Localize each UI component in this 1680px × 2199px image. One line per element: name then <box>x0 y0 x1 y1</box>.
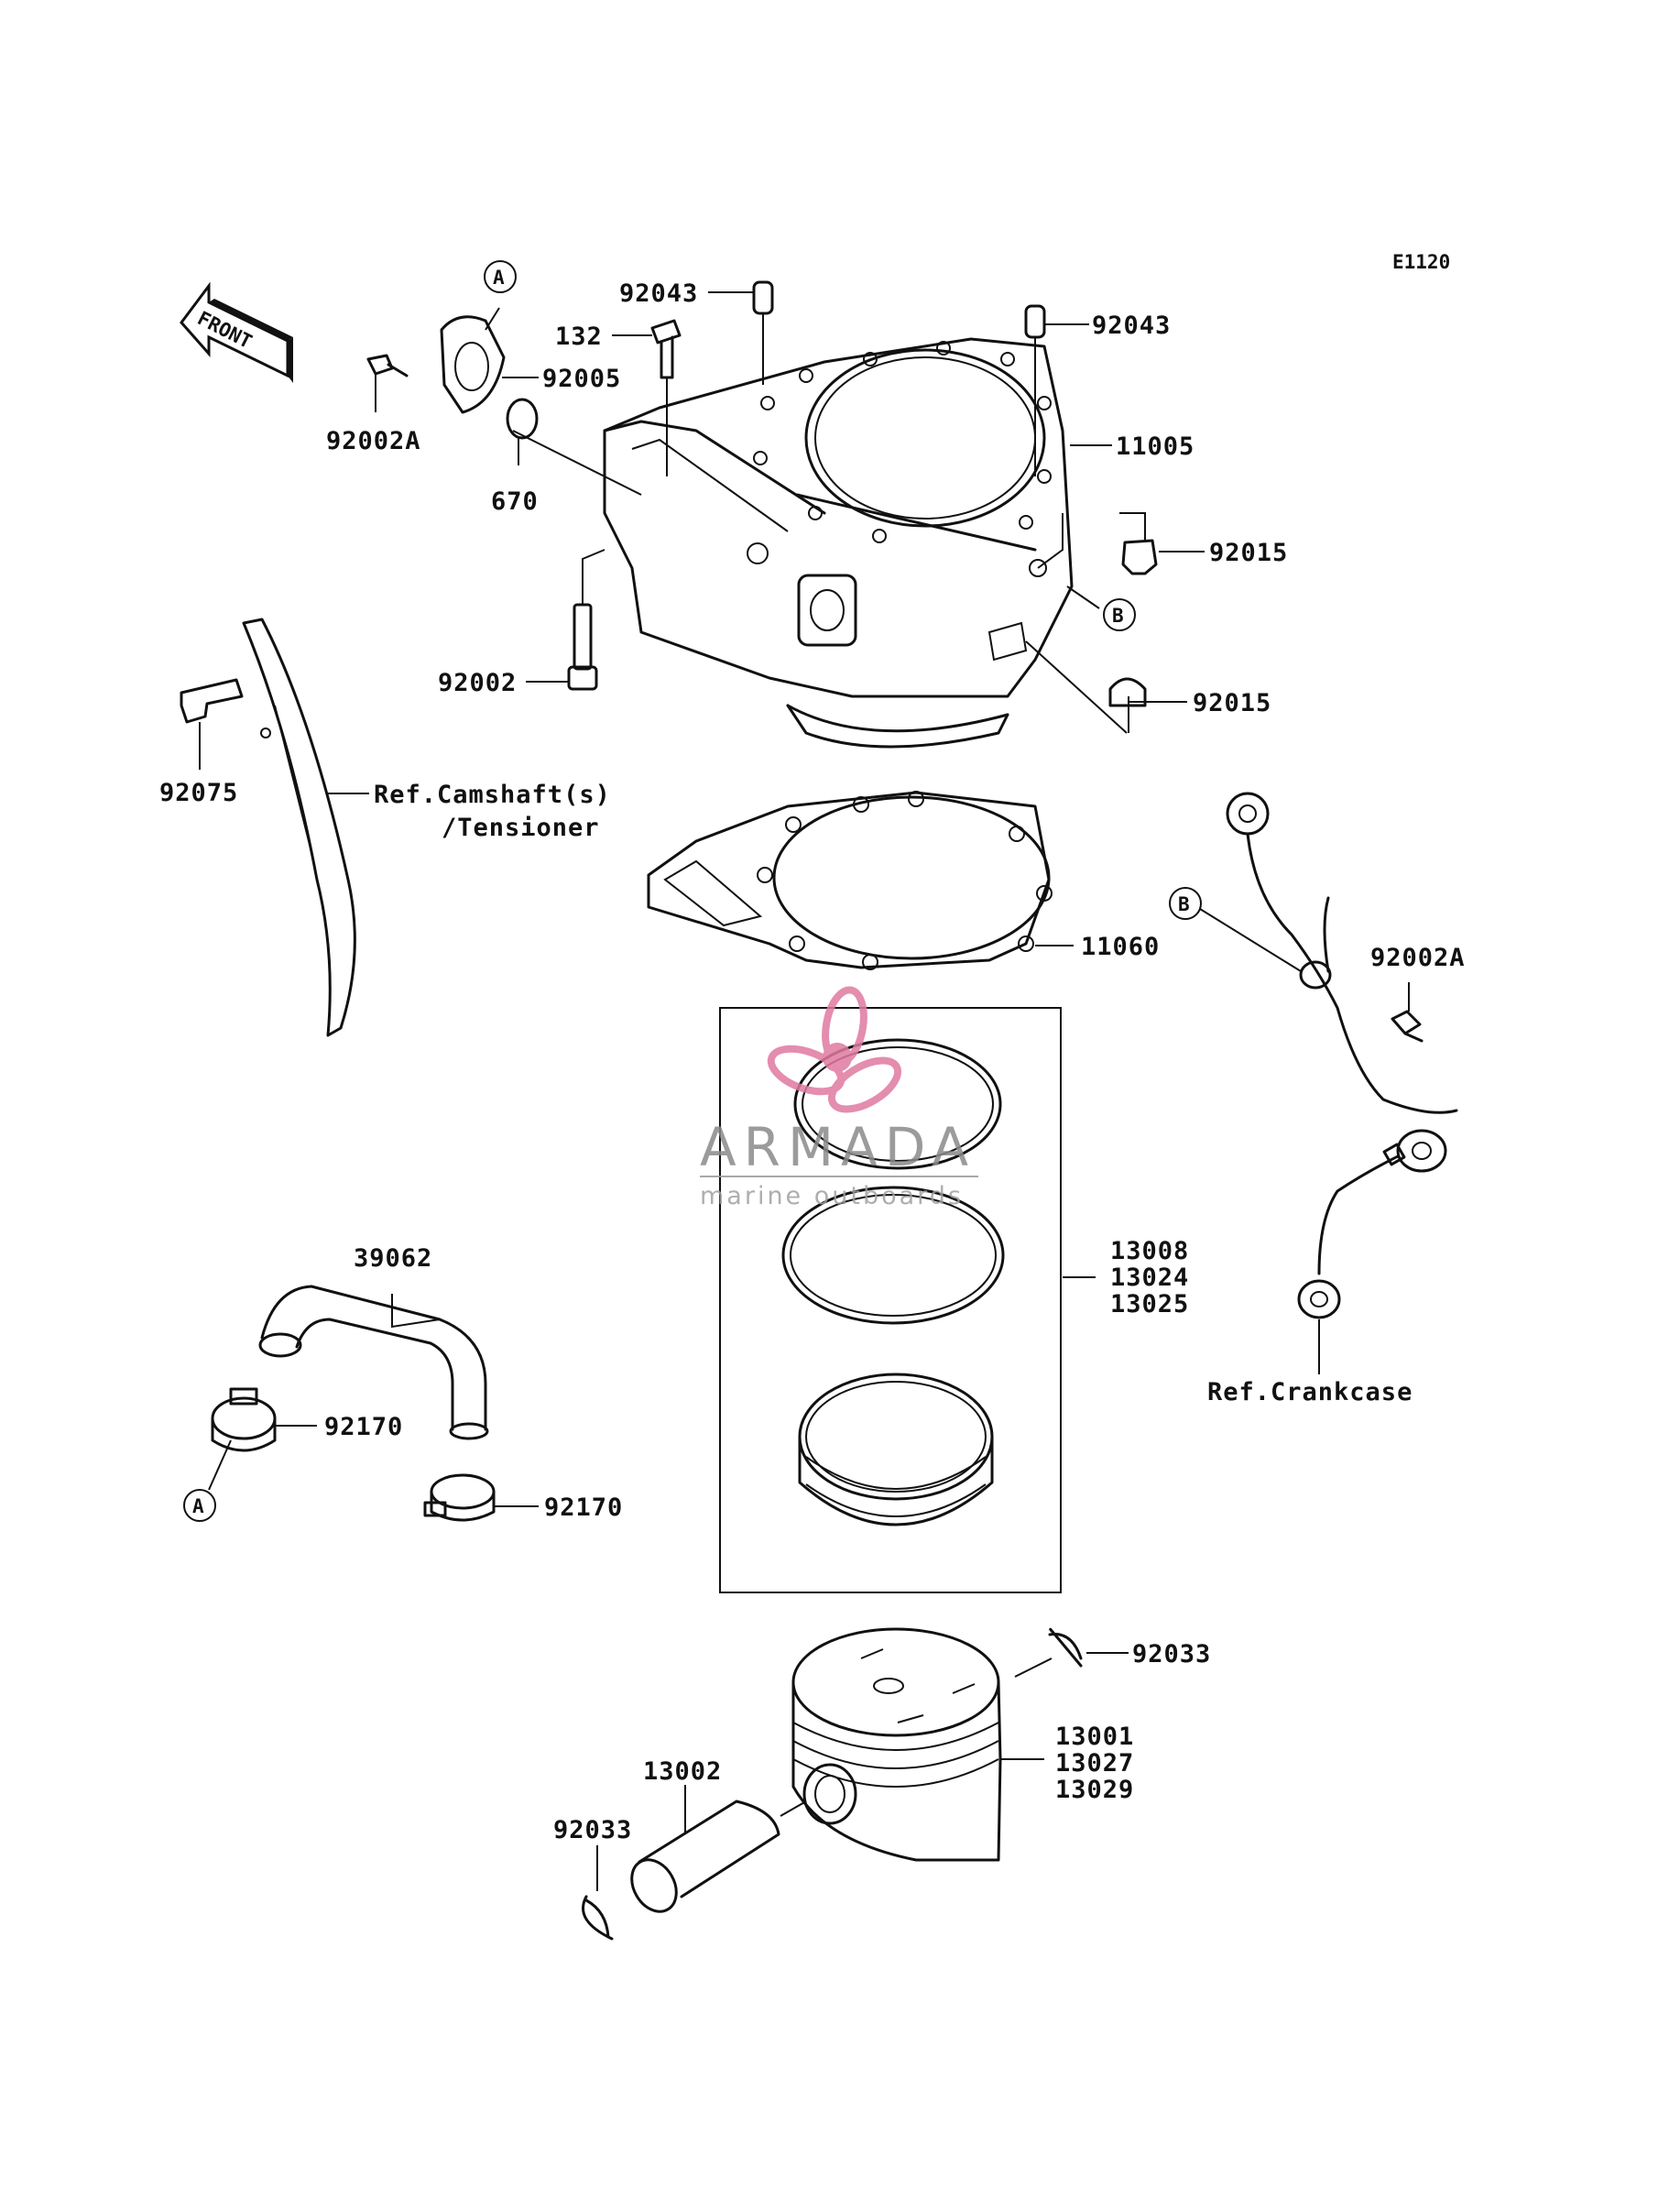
part-label-92043-left: 92043 <box>619 279 698 308</box>
part-label-92002: 92002 <box>438 669 517 697</box>
bolt-92002 <box>567 603 598 691</box>
svg-text:B: B <box>1178 893 1190 915</box>
svg-text:A: A <box>493 267 505 289</box>
screw-92002A-top <box>366 354 409 377</box>
part-label-92015-lower: 92015 <box>1193 689 1271 717</box>
oil-pipe <box>1226 792 1458 1319</box>
part-label-92170-upper: 92170 <box>324 1413 403 1441</box>
hose-clamp-lower <box>423 1473 496 1522</box>
clip-92075 <box>180 678 244 724</box>
piston <box>791 1627 1002 1862</box>
part-label-92170-lower: 92170 <box>544 1493 623 1522</box>
part-label-13001: 13001 <box>1055 1723 1134 1751</box>
part-label-670: 670 <box>491 487 539 516</box>
part-label-13002: 13002 <box>643 1757 722 1786</box>
base-gasket-11060 <box>647 791 1053 970</box>
dowel-pin-right <box>1024 304 1046 339</box>
oil-ring-set <box>798 1373 994 1526</box>
leader-lines <box>199 291 1410 1891</box>
part-label-13027: 13027 <box>1055 1749 1134 1778</box>
watermark: ARMADA marine outboards <box>700 986 978 1210</box>
piston-ring-box <box>719 1007 1062 1593</box>
circlip-left <box>582 1895 614 1941</box>
diagram-code: E1120 <box>1392 251 1450 273</box>
water-fitting-92005 <box>440 315 506 414</box>
ref-tensioner-label: /Tensioner <box>442 814 600 842</box>
watermark-tagline: marine outboards <box>700 1182 964 1210</box>
part-label-92075: 92075 <box>159 779 238 807</box>
part-label-92033-left: 92033 <box>553 1816 632 1844</box>
callout-a-top: A <box>484 260 517 293</box>
svg-text:B: B <box>1112 605 1124 627</box>
dowel-pin-left <box>752 280 774 315</box>
callout-b-pipe: B <box>1169 887 1202 920</box>
part-label-132: 132 <box>555 323 603 351</box>
bolt-132 <box>650 319 682 379</box>
circlip-right <box>1048 1627 1083 1668</box>
part-label-92002A-right: 92002A <box>1370 944 1466 972</box>
part-label-13024: 13024 <box>1110 1264 1189 1292</box>
piston-pin <box>630 1800 780 1913</box>
watermark-brand: ARMADA <box>700 1116 976 1178</box>
part-label-92005: 92005 <box>542 365 621 393</box>
callout-a-bottom: A <box>183 1489 216 1522</box>
piston-ring-second <box>781 1186 1005 1325</box>
screw-92002A-right <box>1391 1010 1424 1043</box>
part-label-13025: 13025 <box>1110 1290 1189 1318</box>
piston-ring-top <box>793 1038 1002 1170</box>
part-label-92002A-top: 92002A <box>326 427 421 455</box>
svg-text:A: A <box>192 1495 204 1517</box>
part-label-92033-right: 92033 <box>1132 1640 1211 1668</box>
ref-crankcase-label: Ref.Crankcase <box>1207 1378 1413 1406</box>
front-arrow-icon: FRONT <box>180 281 293 383</box>
part-label-39062: 39062 <box>354 1244 432 1273</box>
hose-clamp-upper <box>211 1387 277 1452</box>
cap-92015-upper <box>1121 539 1158 575</box>
part-label-11060: 11060 <box>1081 933 1160 961</box>
part-label-11005: 11005 <box>1116 432 1195 461</box>
tensioner-guide <box>242 618 356 1037</box>
o-ring-670 <box>506 398 539 440</box>
callout-b-cylinder: B <box>1103 598 1136 631</box>
part-label-92015-upper: 92015 <box>1209 539 1288 567</box>
part-label-92043-right: 92043 <box>1092 312 1171 340</box>
propeller-logo-icon <box>767 986 902 1113</box>
part-label-13029: 13029 <box>1055 1776 1134 1804</box>
cylinder-block <box>603 337 1074 749</box>
ref-camshaft-label: Ref.Camshaft(s) <box>374 781 611 809</box>
part-label-13008: 13008 <box>1110 1237 1189 1265</box>
